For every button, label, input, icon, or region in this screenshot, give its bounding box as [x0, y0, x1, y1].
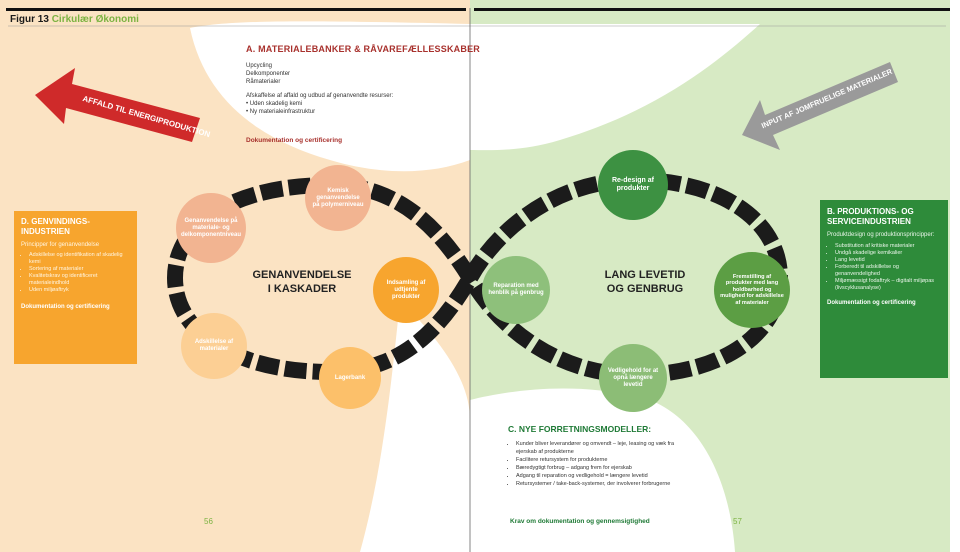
right-loop-center: LANG LEVETID OG GENBRUG [604, 269, 686, 295]
right-margin [950, 0, 960, 552]
section-c-bullet: Facilitere retursystem for produkterne [516, 456, 696, 464]
grey-arrow-shape [742, 62, 898, 150]
section-d-list: Adskillelse og identifikation af skadeli… [21, 252, 130, 294]
figure-label: Figur 13 Cirkulær Økonomi [10, 14, 139, 25]
top-rule-left [6, 8, 466, 11]
section-b-bullet: Forberedt til adskillelse og genanvendel… [835, 264, 941, 278]
node-storage-bank-label: Lagerbank [334, 374, 366, 381]
section-c-bullet: Bæredygtigt forbrug – adgang frem for ej… [516, 464, 696, 472]
section-c-bullet: Retursystemer / take-back-systemer, der … [516, 480, 696, 488]
infinity-loop-track [166, 171, 789, 384]
section-b-bullet: Substitution af kritiske materialer [835, 243, 941, 250]
section-d-bullet: Uden miljøaftryk [29, 287, 130, 294]
loop-path [166, 171, 789, 384]
node-redesign-label: Re-design af produkter [611, 177, 654, 192]
waste-to-energy-arrow [35, 68, 200, 142]
right-bottom-cutout [470, 388, 735, 552]
section-c-bullet: Adgang til reparation og vedligehold = l… [516, 472, 696, 480]
node-collection [373, 257, 439, 323]
left-bottom-cutout [360, 300, 470, 552]
section-d-heading: D. GENVINDINGS- INDUSTRIEN [21, 217, 90, 236]
page-number-left: 56 [204, 517, 213, 526]
section-b-heading: B. PRODUKTIONS- OG SERVICEINDUSTRIEN [827, 207, 914, 226]
section-c-doc: Krav om dokumentation og gennemsigtighed [510, 518, 650, 525]
node-separation-label: Adskillelse af materialer [194, 339, 234, 352]
section-b-bullet: Lang levetid [835, 257, 941, 264]
figure-number: Figur 13 [10, 14, 49, 25]
section-c-bullet: Kunder bliver leverandører og omvendt – … [516, 440, 696, 456]
node-collection-label: Indsamling af udtjente produkter [386, 279, 426, 300]
section-d-bullet: Adskillelse og identifikation af skadeli… [29, 252, 130, 266]
section-b-bullet: Miljømæssigt fodaftryk – digitalt miljøp… [835, 278, 941, 292]
section-d-subtitle: Principper for genanvendelse [21, 242, 100, 248]
virgin-material-arrow [742, 62, 898, 150]
node-manufacture-label: Fremstilling af produkter med lang holdb… [720, 273, 784, 306]
section-a-item: Råmaterialer [246, 79, 281, 85]
top-rule-right [474, 8, 950, 11]
node-maintenance-label: Vedligehold for at opnå længere levetid [607, 367, 659, 388]
section-a-bullet: • Ny materialeinfrastruktur [246, 109, 316, 115]
section-d-doc: Dokumentation og certificering [21, 304, 110, 310]
left-top-cutout [190, 21, 470, 172]
section-a-item: Delkomponenter [246, 71, 291, 77]
section-d-bullet: Sortering af materialer [29, 266, 130, 273]
page-number-right: 57 [733, 517, 742, 526]
section-a-item: Upcycling [246, 63, 273, 69]
node-repair [482, 256, 550, 324]
node-material-recycling [176, 193, 246, 263]
node-separation [181, 313, 247, 379]
section-d-bullet: Kvalitetskrav og identificeret materiale… [29, 273, 130, 287]
section-a-doc: Dokumentation og certificering [246, 137, 343, 144]
node-redesign [598, 150, 668, 220]
section-d-box: D. GENVINDINGS- INDUSTRIEN Principper fo… [14, 211, 137, 364]
section-b-box: B. PRODUKTIONS- OG SERVICEINDUSTRIEN Pro… [820, 200, 948, 378]
section-b-doc: Dokumentation og certificering [827, 300, 916, 306]
section-a-list: Upcycling Delkomponenter Råmaterialer Af… [246, 62, 393, 116]
node-chemical-recycling-label: Kemisk genanvendelse på polymerniveau [312, 187, 364, 208]
red-arrow-shape [35, 68, 200, 142]
section-b-list: Substitution af kritiske materialer Undg… [827, 243, 941, 292]
section-b-bullet: Undgå skadelige kemikalier [835, 250, 941, 257]
node-storage-bank [319, 347, 381, 409]
right-top-cutout [470, 24, 760, 151]
section-a-bullet: • Uden skadelig kemi [246, 101, 303, 107]
node-maintenance [599, 344, 667, 412]
section-a-avoid-text: Afskaffelse af affald og udbud af genanv… [246, 93, 394, 99]
section-b-subtitle: Produktdesign og produktionsprincipper: [827, 232, 935, 238]
section-c-heading: C. NYE FORRETNINGSMODELLER: [508, 424, 652, 434]
left-loop-center: GENANVENDELSE I KASKADER [252, 269, 352, 295]
node-material-recycling-label: Genanvendelse på materiale- og delkompon… [181, 217, 242, 238]
node-repair-label: Reparation med henblik på genbrug [488, 283, 544, 296]
section-c-list: Kunder bliver leverandører og omvendt – … [508, 440, 696, 488]
node-manufacture [714, 252, 790, 328]
node-chemical-recycling [305, 165, 371, 231]
figure-title: Cirkulær Økonomi [51, 14, 139, 25]
section-a-heading: A. MATERIALEBANKER & RÅVAREFÆLLESSKABER [246, 44, 480, 54]
